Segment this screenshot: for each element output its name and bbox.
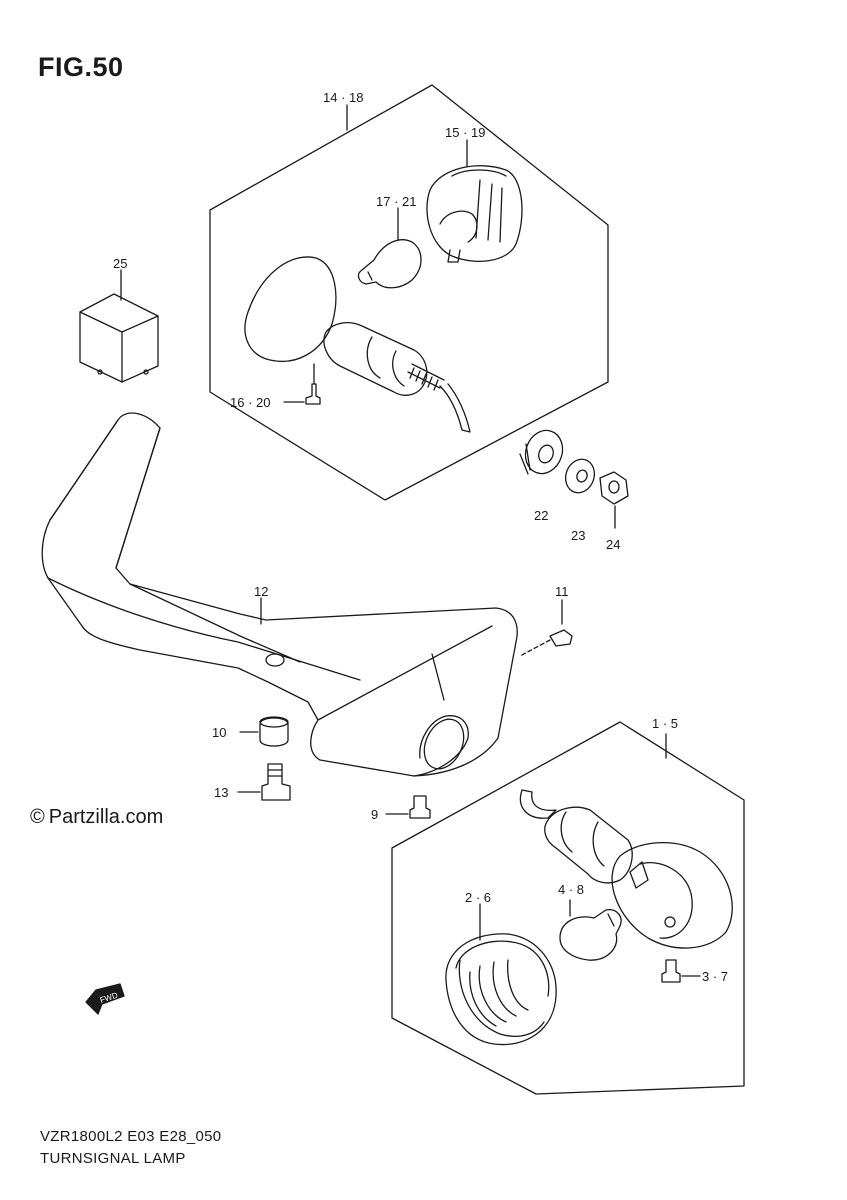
lower-assembly-frame [391, 721, 745, 1095]
upper-bulb [357, 239, 422, 289]
lower-lens-cap [445, 933, 557, 1046]
rubber-washer-22 [524, 429, 564, 475]
callout-labels: 14 · 18 15 · 19 17 · 21 16 · 20 25 22 23… [99, 90, 728, 1005]
callout-3-7: 3 · 7 [702, 969, 728, 984]
callout-22: 22 [534, 508, 548, 523]
relay-unit [79, 293, 159, 383]
model-code: VZR1800L2 E03 E28_050 [40, 1128, 222, 1145]
copyright-text: Partzilla.com [48, 806, 164, 828]
callout-10: 10 [212, 725, 226, 740]
nut-24 [599, 471, 629, 505]
callout-12: 12 [254, 584, 268, 599]
flat-washer-23 [564, 458, 596, 494]
screw-16-20 [305, 383, 321, 405]
callout-17-21: 17 · 21 [376, 194, 416, 209]
forward-direction-arrow [85, 983, 125, 1015]
callout-23: 23 [571, 528, 585, 543]
copyright-symbol: © [30, 806, 45, 828]
upper-assembly-frame [209, 84, 609, 501]
callout-16-20: 16 · 20 [230, 395, 270, 410]
callout-25: 25 [113, 256, 127, 271]
bulb-socket [426, 165, 523, 262]
lower-lamp-lens [611, 842, 733, 949]
callout-14-18: 14 · 18 [323, 90, 363, 105]
assembly-name: TURNSIGNAL LAMP [40, 1150, 186, 1167]
collar-bolt-13 [261, 763, 291, 801]
callout-9: 9 [371, 807, 378, 822]
callout-24: 24 [606, 537, 620, 552]
bolt-11 [549, 629, 573, 647]
callout-4-8: 4 · 8 [558, 882, 584, 897]
figure-title: FIG.50 [38, 52, 124, 82]
screw-9 [409, 795, 431, 819]
callout-1-5: 1 · 5 [652, 716, 678, 731]
callout-11: 11 [555, 584, 569, 599]
upper-lamp-body [323, 321, 428, 396]
copyright-notice: ©Partzilla.com [30, 806, 163, 829]
grommet-10 [259, 717, 289, 747]
callout-2-6: 2 · 6 [465, 890, 491, 905]
upper-lamp-lens [244, 256, 337, 362]
lower-bulb [559, 909, 622, 961]
callout-13: 13 [214, 785, 228, 800]
lower-lamp-body [544, 806, 633, 884]
callout-15-19: 15 · 19 [445, 125, 485, 140]
screw-3-7 [661, 959, 681, 983]
